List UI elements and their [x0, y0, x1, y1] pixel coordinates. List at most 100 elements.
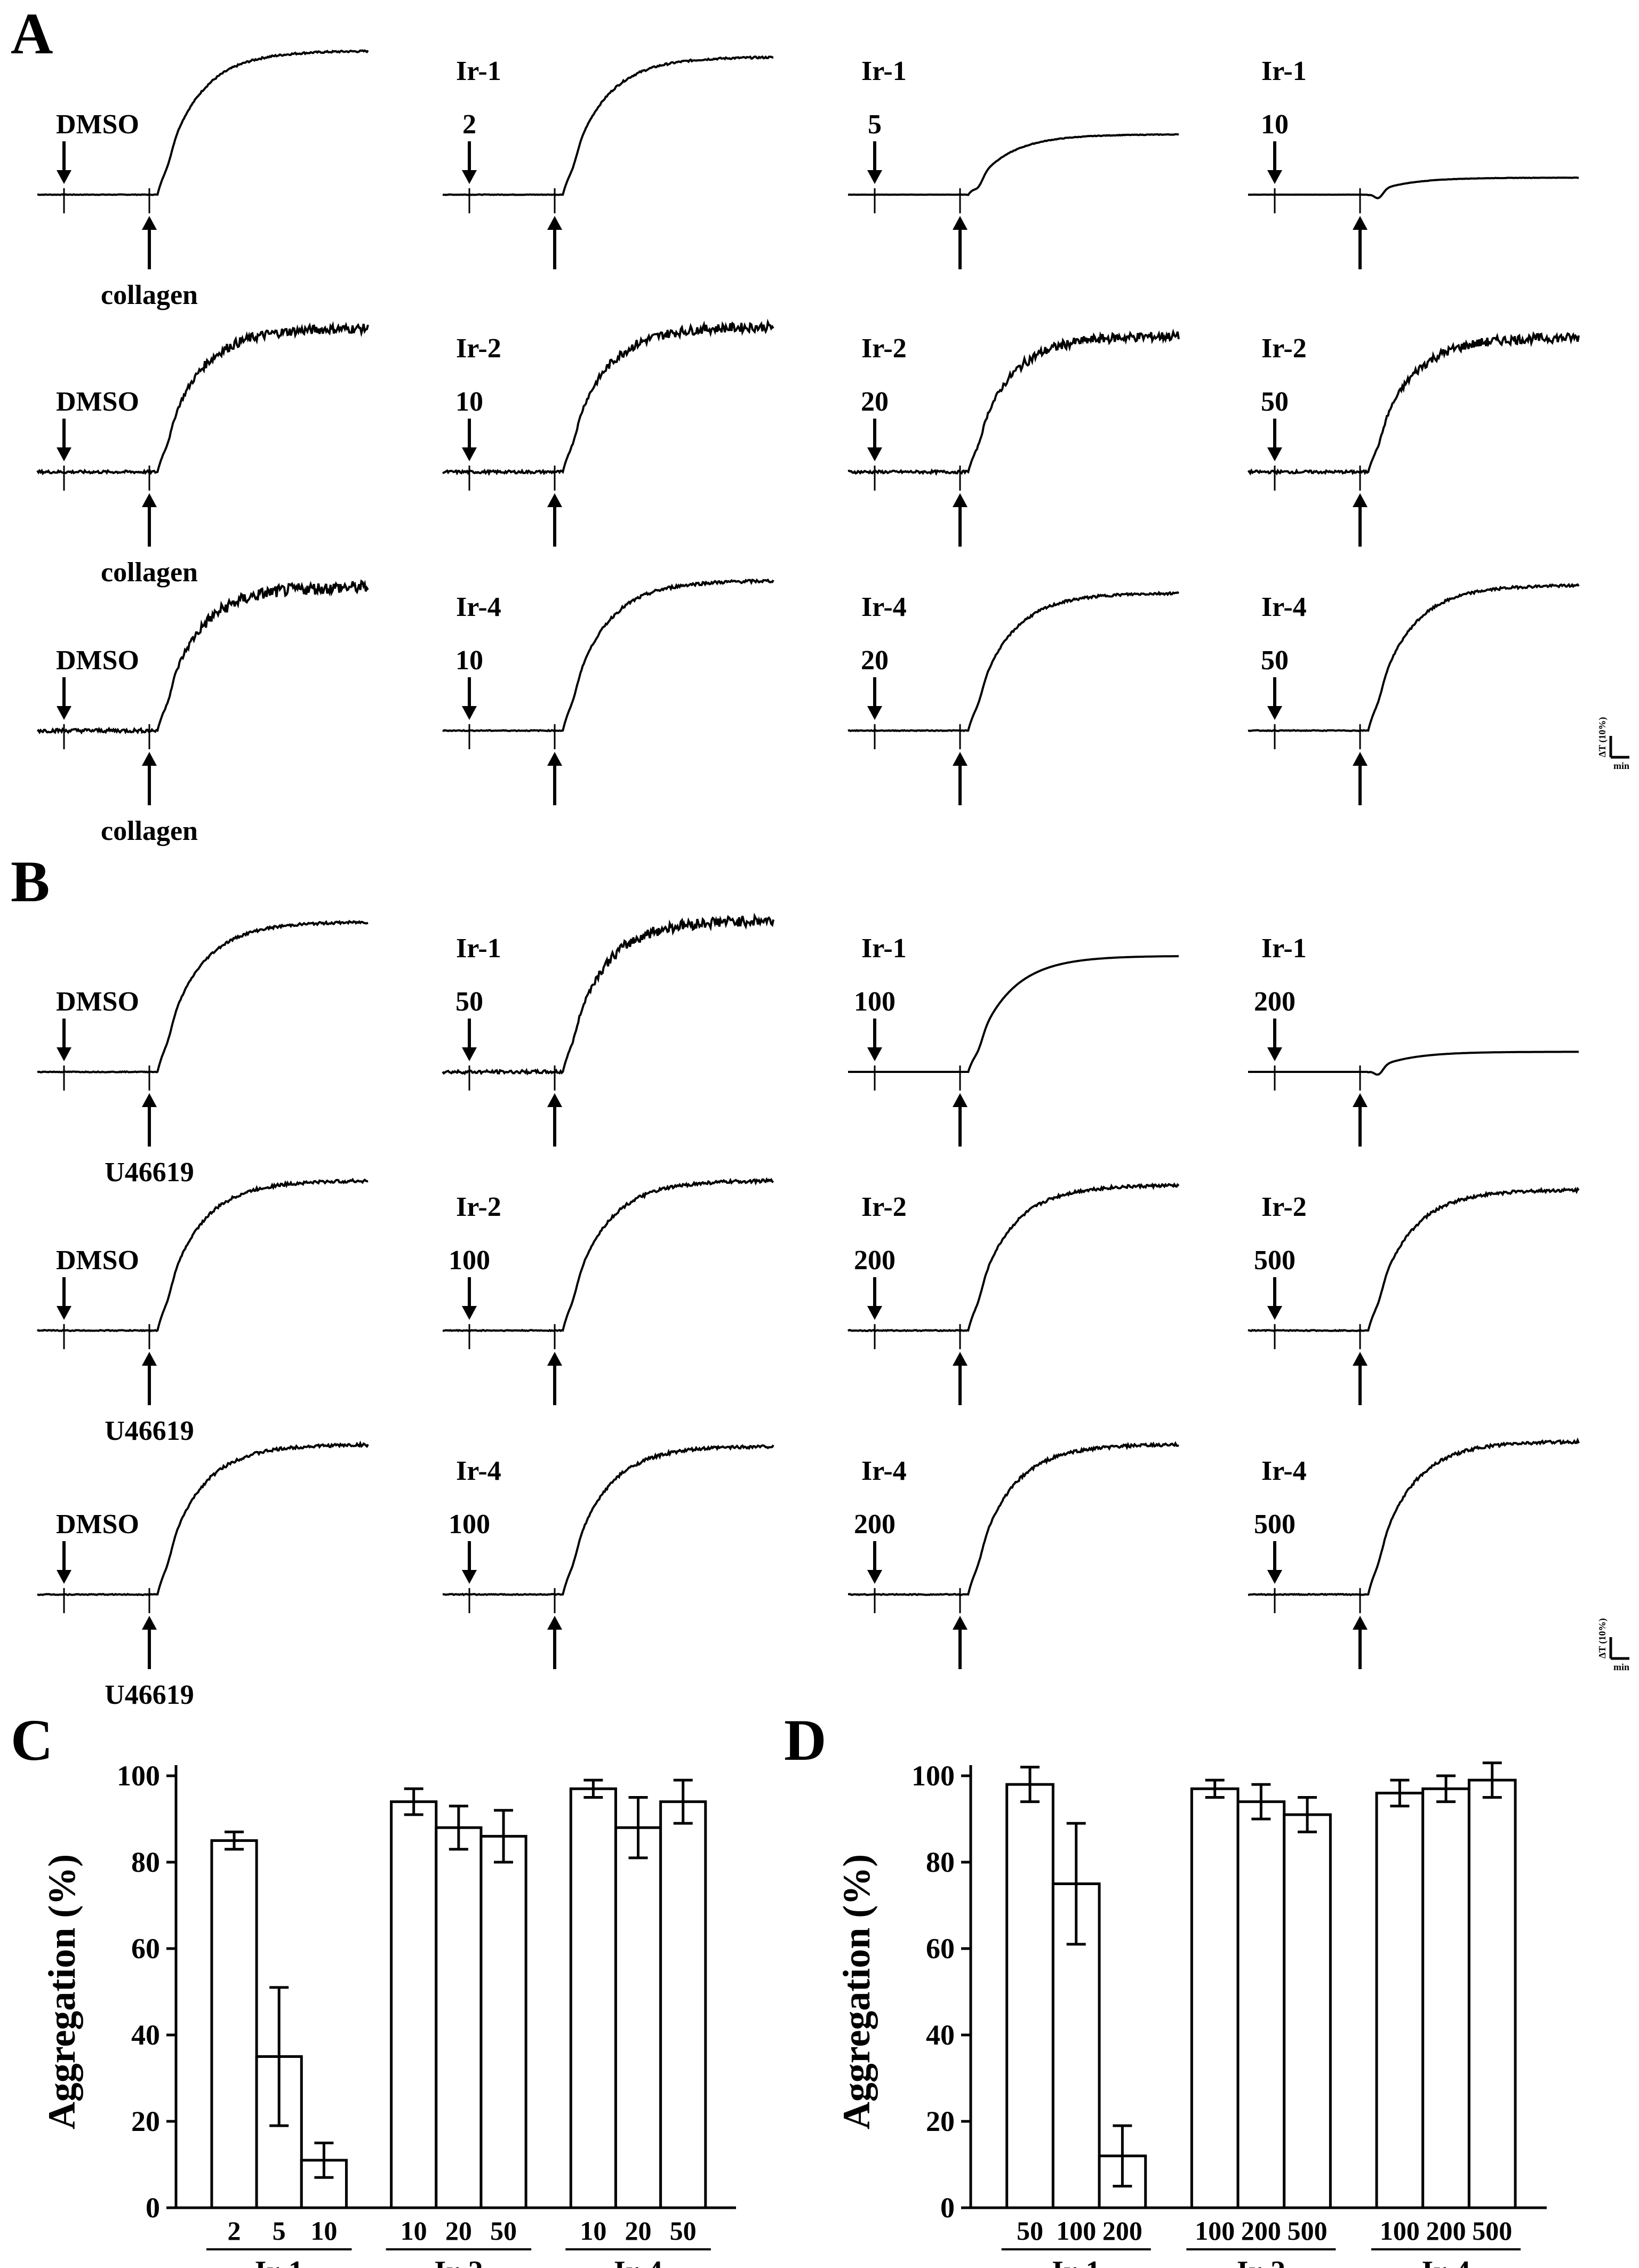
x-tick-label: 500 — [1472, 2216, 1512, 2246]
drug-arrow-head — [462, 1306, 477, 1320]
dose-label: 50 — [1261, 387, 1289, 417]
drug-arrow — [1267, 419, 1282, 461]
aggregation-trace — [442, 1444, 774, 1597]
agonist-arrow-head — [547, 1352, 562, 1366]
treatment-label: Ir-2 — [861, 333, 907, 364]
treatment-label: Ir-2 — [861, 1192, 907, 1222]
treatment-label: Ir-2 — [1261, 1192, 1307, 1222]
dose-label: 500 — [1254, 1509, 1296, 1540]
bar — [659, 1800, 707, 2209]
panel-letter: D — [784, 1708, 826, 1773]
scale-label: ΔT (10%) — [1597, 1618, 1608, 1658]
trace-2-1: Ir-410 — [442, 578, 774, 805]
dose-label: 10 — [455, 645, 483, 676]
treatment-label: Ir-1 — [1261, 933, 1307, 964]
trace-0-1: Ir-12 — [442, 55, 774, 269]
trace-1-3: Ir-2 500 — [1248, 1187, 1580, 1405]
x-tick-label: 100 — [1056, 2216, 1096, 2246]
trace-1-1: Ir-2 10 — [442, 318, 774, 547]
drug-arrow-head — [867, 1306, 882, 1320]
aggregation-trace — [1247, 331, 1580, 476]
drug-arrow-head — [1267, 1306, 1282, 1320]
x-tick-label: 500 — [1288, 2216, 1328, 2246]
aggregation-trace — [848, 1441, 1180, 1597]
treatment-label: Ir-2 — [456, 333, 501, 364]
aggregation-trace — [37, 49, 369, 196]
drug-arrow — [1267, 141, 1282, 184]
agonist-label: U46619 — [105, 1157, 194, 1188]
x-tick-label: 10 — [401, 2216, 427, 2246]
agonist-arrow — [953, 1352, 968, 1405]
trace-0-3: Ir-110 — [1248, 56, 1579, 269]
treatment-label: DMSO — [56, 645, 139, 676]
drug-arrow — [1267, 1277, 1282, 1320]
bar — [1421, 1787, 1470, 2209]
bar — [1375, 1791, 1425, 2209]
drug-arrow — [462, 1019, 477, 1061]
trace-1-2: Ir-2 200 — [847, 1182, 1180, 1405]
agonist-arrow-head — [953, 1093, 968, 1107]
drug-arrow — [1267, 1019, 1282, 1061]
drug-arrow-head — [57, 706, 71, 720]
agonist-arrow-head — [953, 752, 968, 766]
y-axis-label: Aggregation (%) — [835, 1854, 878, 2130]
bar — [569, 1787, 617, 2209]
aggregation-trace — [848, 590, 1180, 732]
agonist-arrow — [1353, 216, 1368, 269]
trace-2-3: Ir-450 — [1248, 583, 1580, 805]
agonist-arrow-head — [547, 216, 562, 230]
aggregation-trace — [1248, 1437, 1580, 1597]
scale-unit: min — [1613, 1662, 1629, 1672]
agonist-arrow — [142, 493, 157, 547]
drug-arrow — [462, 1541, 477, 1584]
x-tick-label: 200 — [1241, 2216, 1281, 2246]
dose-label: 200 — [854, 1245, 896, 1276]
scale-bar: ΔT (10%) min — [1597, 1618, 1629, 1672]
x-tick-label: 200 — [1102, 2216, 1142, 2246]
dose-label: 500 — [1254, 1245, 1296, 1276]
trace-0-0: DMSO U46619 — [37, 919, 369, 1188]
panel-A: ADMSOcollagenIr-12Ir-15Ir-110DMSOcollage… — [11, 1, 1629, 846]
aggregation-trace — [442, 55, 774, 196]
trace-2-3: Ir-4 500 — [1248, 1437, 1580, 1669]
treatment-label: Ir-4 — [1261, 1456, 1307, 1486]
agonist-label: U46619 — [105, 1680, 194, 1710]
treatment-label: DMSO — [56, 987, 139, 1017]
aggregation-trace — [37, 919, 369, 1074]
aggregation-trace — [37, 1440, 369, 1597]
x-tick-label: 20 — [625, 2216, 652, 2246]
drug-arrow-head — [1267, 447, 1282, 461]
agonist-arrow-head — [142, 1352, 157, 1366]
agonist-arrow-head — [953, 216, 968, 230]
agonist-arrow — [953, 1093, 968, 1147]
agonist-arrow-head — [1353, 1616, 1368, 1630]
agonist-arrow — [1353, 752, 1368, 805]
y-tick-label: 40 — [926, 2019, 955, 2051]
y-tick-label: 60 — [926, 1933, 955, 1965]
agonist-arrow — [1353, 1352, 1368, 1405]
aggregation-trace — [442, 578, 774, 733]
x-tick-label: 2 — [228, 2216, 241, 2246]
dose-label: 10 — [455, 387, 483, 417]
aggregation-trace — [442, 1177, 774, 1333]
drug-arrow-head — [57, 170, 71, 184]
trace-0-1: Ir-150 — [442, 912, 774, 1147]
dose-label: 100 — [449, 1245, 490, 1276]
agonist-arrow — [547, 1616, 562, 1669]
drug-arrow-head — [57, 1047, 71, 1061]
scale-bar: ΔT (10%)min — [1597, 717, 1629, 771]
bar — [435, 1826, 483, 2209]
y-tick-label: 100 — [117, 1760, 160, 1792]
aggregation-trace — [848, 328, 1180, 476]
dose-label: 200 — [1254, 987, 1296, 1017]
drug-arrow — [867, 1277, 882, 1320]
bar — [1190, 1787, 1240, 2209]
agonist-arrow — [142, 1616, 157, 1669]
group-label: Ir-1 — [1052, 2255, 1100, 2268]
agonist-arrow — [142, 752, 157, 805]
treatment-label: Ir-1 — [456, 56, 501, 86]
